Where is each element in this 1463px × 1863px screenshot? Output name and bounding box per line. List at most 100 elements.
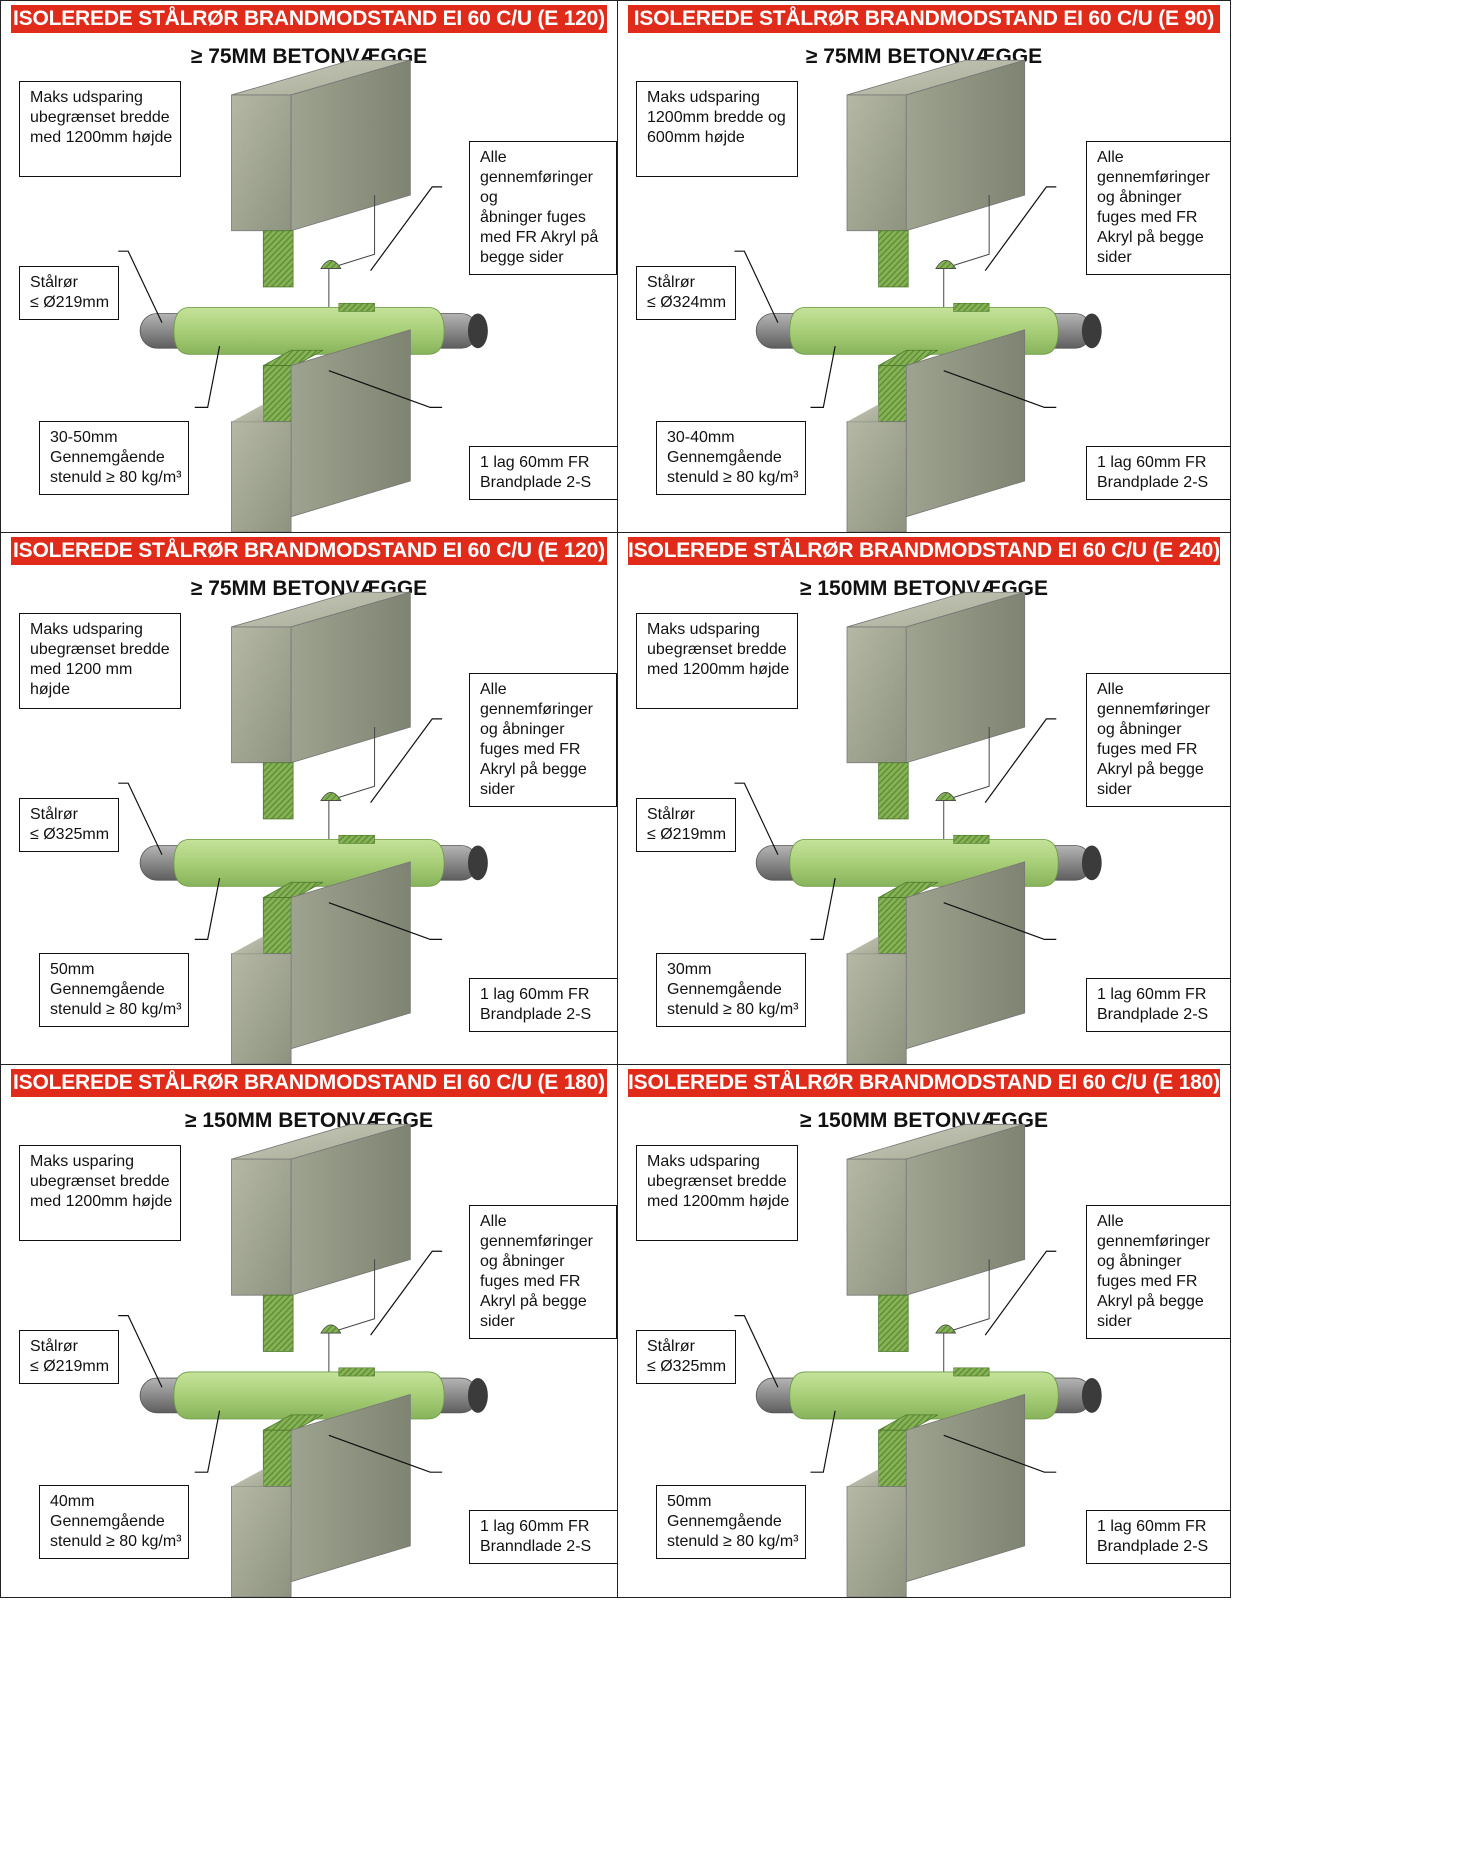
- upper-concrete-block: [231, 59, 411, 232]
- opening-size-text: Maks udsparing ubegrænset bredde med 120…: [647, 1153, 790, 1210]
- insulation-callout: 30-40mm Gennemgående stenuld ≥ 80 kg/m³: [656, 421, 806, 495]
- steel-pipe-text: Stålrør ≤ Ø325mm: [30, 806, 110, 843]
- upper-concrete-block: [846, 591, 1026, 764]
- opening-outline: [935, 195, 990, 308]
- sealant-text: Alle gennemføringer og åbninger fuges me…: [1097, 149, 1210, 266]
- steel-pipe-text: Stålrør ≤ Ø219mm: [30, 274, 110, 311]
- penetration-illustration: [734, 59, 1102, 532]
- steel-pipe-callout: Stålrør ≤ Ø219mm: [636, 798, 736, 852]
- upper-concrete-block: [846, 59, 1026, 232]
- steel-pipe-callout: Stålrør ≤ Ø219mm: [19, 1330, 119, 1384]
- panel-banner: ISOLEREDE STÅLRØR BRANDMODSTAND EI 60 C/…: [11, 5, 607, 33]
- opening-size-callout: Maks udsparing ubegrænset bredde med 120…: [636, 613, 798, 709]
- opening-size-text: Maks udsparing ubegrænset bredde med 120…: [30, 621, 170, 698]
- sealant-callout: Alle gennemføringer og åbninger fuges me…: [1086, 1205, 1230, 1339]
- panel-banner: ISOLEREDE STÅLRØR BRANDMODSTAND EI 60 C/…: [628, 1069, 1220, 1097]
- upper-concrete-block: [846, 1123, 1026, 1296]
- fireboard-callout: 1 lag 60mm FR Brandplade 2-S: [1086, 446, 1230, 500]
- lower-concrete-block: [231, 1393, 411, 1597]
- opening-size-callout: Maks udsparing ubegrænset bredde med 120…: [19, 613, 181, 709]
- leader-lines: [118, 718, 443, 941]
- fireboard-lower: [878, 1414, 939, 1487]
- fireboard-text: 1 lag 60mm FR Brandplade 2-S: [1097, 1518, 1209, 1555]
- fireboard-upper: [262, 230, 294, 288]
- steel-pipe-text: Stålrør ≤ Ø324mm: [647, 274, 727, 311]
- insulation-callout: 50mm Gennemgående stenuld ≥ 80 kg/m³: [39, 953, 189, 1027]
- fireboard-text: 1 lag 60mm FR Brandplade 2-S: [480, 986, 592, 1023]
- steel-pipe-text: Stålrør ≤ Ø325mm: [647, 1338, 727, 1375]
- opening-size-callout: Maks usparing ubegrænset bredde med 1200…: [19, 1145, 181, 1241]
- upper-concrete-block: [231, 591, 411, 764]
- opening-size-text: Maks usparing ubegrænset bredde med 1200…: [30, 1153, 173, 1210]
- insulation-callout: 30-50mm Gennemgående stenuld ≥ 80 kg/m³: [39, 421, 189, 495]
- leader-lines: [734, 718, 1057, 941]
- insulation-text: 30-40mm Gennemgående stenuld ≥ 80 kg/m³: [667, 429, 799, 486]
- leader-lines: [118, 186, 443, 409]
- penetration-illustration: [118, 1123, 488, 1597]
- fireboard-text: 1 lag 60mm FR Brandplade 2-S: [480, 454, 592, 491]
- detail-panel-1: ISOLEREDE STÅLRØR BRANDMODSTAND EI 60 C/…: [0, 0, 618, 533]
- fireboard-lower: [262, 349, 324, 423]
- insulation-callout: 30mm Gennemgående stenuld ≥ 80 kg/m³: [656, 953, 806, 1027]
- steel-pipe-callout: Stålrør ≤ Ø324mm: [636, 266, 736, 320]
- opening-size-callout: Maks udsparing ubegrænset bredde med 120…: [19, 81, 181, 177]
- insulation-text: 50mm Gennemgående stenuld ≥ 80 kg/m³: [50, 961, 182, 1018]
- opening-outline: [320, 1259, 376, 1372]
- penetration-illustration: [118, 59, 488, 532]
- fireboard-lower: [262, 881, 324, 955]
- leader-lines: [118, 1250, 443, 1473]
- insulation-text: 30-50mm Gennemgående stenuld ≥ 80 kg/m³: [50, 429, 182, 486]
- opening-size-callout: Maks udsparing ubegrænset bredde med 120…: [636, 1145, 798, 1241]
- steel-pipe-text: Stålrør ≤ Ø219mm: [647, 806, 727, 843]
- panel-banner: ISOLEREDE STÅLRØR BRANDMODSTAND EI 60 C/…: [628, 537, 1220, 565]
- sealant-callout: Alle gennemføringer og åbninger fuges me…: [469, 673, 617, 807]
- lower-concrete-block: [846, 1393, 1026, 1597]
- fireboard-callout: 1 lag 60mm FR Brandplade 2-S: [1086, 978, 1230, 1032]
- opening-size-text: Maks udsparing 1200mm bredde og 600mm hø…: [647, 89, 786, 146]
- fireboard-upper: [262, 762, 294, 820]
- sealant-text: Alle gennemføringer og åbninger fuges me…: [480, 1213, 593, 1330]
- insulation-text: 40mm Gennemgående stenuld ≥ 80 kg/m³: [50, 1493, 182, 1550]
- opening-size-text: Maks udsparing ubegrænset bredde med 120…: [30, 89, 173, 146]
- fireboard-callout: 1 lag 60mm FR Brandplade 2-S: [1086, 1510, 1230, 1564]
- panel-banner: ISOLEREDE STÅLRØR BRANDMODSTAND EI 60 C/…: [11, 537, 607, 565]
- opening-size-text: Maks udsparing ubegrænset bredde med 120…: [647, 621, 790, 678]
- detail-panel-5: ISOLEREDE STÅLRØR BRANDMODSTAND EI 60 C/…: [0, 1064, 618, 1598]
- detail-panel-3: ISOLEREDE STÅLRØR BRANDMODSTAND EI 60 C/…: [0, 532, 618, 1065]
- lower-concrete-block: [231, 329, 411, 532]
- penetration-illustration: [118, 591, 488, 1064]
- penetration-illustration: [734, 591, 1102, 1064]
- sealant-text: Alle gennemføringer og åbninger fuges me…: [480, 149, 599, 266]
- sealant-callout: Alle gennemføringer og åbninger fuges me…: [469, 1205, 617, 1339]
- sealant-callout: Alle gennemføringer og åbninger fuges me…: [1086, 141, 1230, 275]
- fireboard-lower: [262, 1414, 324, 1487]
- lower-concrete-block: [846, 861, 1026, 1064]
- fireboard-upper: [878, 762, 909, 820]
- steel-pipe-callout: Stålrør ≤ Ø325mm: [636, 1330, 736, 1384]
- insulation-callout: 40mm Gennemgående stenuld ≥ 80 kg/m³: [39, 1485, 189, 1559]
- steel-pipe-callout: Stålrør ≤ Ø219mm: [19, 266, 119, 320]
- fireboard-text: 1 lag 60mm FR Branndlade 2-S: [480, 1518, 592, 1555]
- fireboard-callout: 1 lag 60mm FR Branndlade 2-S: [469, 1510, 617, 1564]
- detail-panel-6: ISOLEREDE STÅLRØR BRANDMODSTAND EI 60 C/…: [617, 1064, 1231, 1598]
- steel-pipe-text: Stålrør ≤ Ø219mm: [30, 1338, 110, 1375]
- detail-panel-4: ISOLEREDE STÅLRØR BRANDMODSTAND EI 60 C/…: [617, 532, 1231, 1065]
- insulation-text: 50mm Gennemgående stenuld ≥ 80 kg/m³: [667, 1493, 799, 1550]
- fireboard-callout: 1 lag 60mm FR Brandplade 2-S: [469, 978, 617, 1032]
- sealant-text: Alle gennemføringer og åbninger fuges me…: [1097, 681, 1210, 798]
- detail-panel-2: ISOLEREDE STÅLRØR BRANDMODSTAND EI 60 C/…: [617, 0, 1231, 533]
- upper-concrete-block: [231, 1123, 411, 1296]
- steel-pipe-callout: Stålrør ≤ Ø325mm: [19, 798, 119, 852]
- fireboard-callout: 1 lag 60mm FR Brandplade 2-S: [469, 446, 617, 500]
- panel-banner: ISOLEREDE STÅLRØR BRANDMODSTAND EI 60 C/…: [11, 1069, 607, 1097]
- insulation-text: 30mm Gennemgående stenuld ≥ 80 kg/m³: [667, 961, 799, 1018]
- penetration-illustration: [734, 1123, 1102, 1597]
- opening-outline: [935, 1259, 990, 1372]
- sealant-text: Alle gennemføringer og åbninger fuges me…: [1097, 1213, 1210, 1330]
- fireboard-upper: [262, 1294, 294, 1352]
- sealant-callout: Alle gennemføringer og åbninger fuges me…: [469, 141, 617, 275]
- opening-outline: [935, 727, 990, 840]
- lower-concrete-block: [846, 329, 1026, 532]
- fireboard-text: 1 lag 60mm FR Brandplade 2-S: [1097, 454, 1209, 491]
- fireboard-text: 1 lag 60mm FR Brandplade 2-S: [1097, 986, 1209, 1023]
